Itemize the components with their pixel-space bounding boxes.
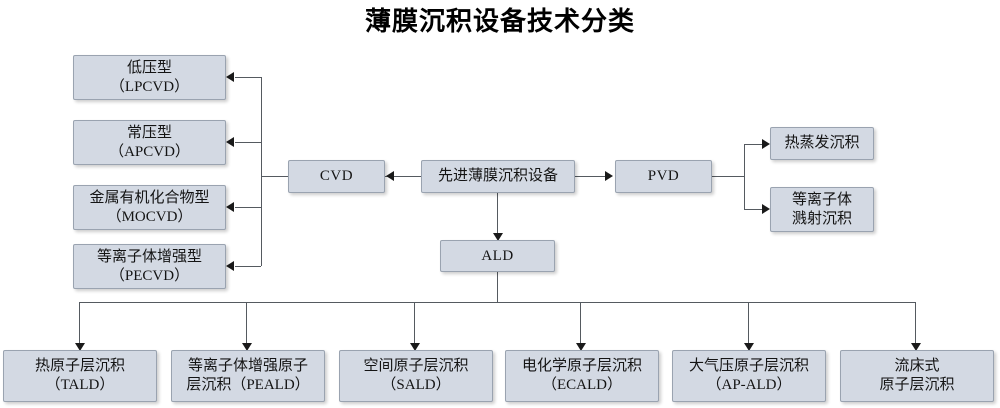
connector-ald-bus xyxy=(79,302,916,303)
connector-pvd-child-2 xyxy=(744,209,764,210)
node-ald-fluidized-bed[interactable]: 流床式 原子层沉积 xyxy=(840,350,994,402)
node-ald-peald[interactable]: 等离子体增强原子 层沉积（PEALD） xyxy=(171,350,325,402)
connector-cvd-bus xyxy=(261,77,262,266)
arrow-root-to-pvd xyxy=(605,171,613,181)
connector-root-to-cvd xyxy=(385,176,422,177)
connector-ald-leg-5 xyxy=(748,302,749,345)
page-title: 薄膜沉积设备技术分类 xyxy=(364,7,635,36)
connector-cvd-child-4 xyxy=(235,266,261,267)
arrow-root-to-cvd xyxy=(386,171,394,181)
connector-root-to-ald xyxy=(497,192,498,234)
connector-cvd-stub xyxy=(261,176,289,177)
node-pvd-thermal-evaporation[interactable]: 热蒸发沉积 xyxy=(770,127,874,160)
connector-cvd-child-2 xyxy=(235,142,261,143)
arrow-cvd-child-1 xyxy=(226,72,234,82)
arrow-ald-leg-2 xyxy=(242,343,252,351)
arrow-cvd-child-4 xyxy=(226,261,234,271)
node-cvd-pecvd[interactable]: 等离子体增强型 （PECVD） xyxy=(73,244,226,289)
node-ald-tald[interactable]: 热原子层沉积 （TALD） xyxy=(3,350,157,402)
arrow-root-to-ald xyxy=(493,233,503,241)
connector-ald-leg-4 xyxy=(580,302,581,345)
node-pvd[interactable]: PVD xyxy=(615,160,712,193)
node-ald[interactable]: ALD xyxy=(440,240,555,272)
connector-ald-leg-3 xyxy=(414,302,415,345)
connector-ald-leg-1 xyxy=(79,302,80,345)
arrow-ald-leg-3 xyxy=(410,343,420,351)
node-cvd-mocvd[interactable]: 金属有机化合物型 （MOCVD） xyxy=(73,185,226,230)
connector-ald-leg-6 xyxy=(915,302,916,345)
connector-pvd-stub xyxy=(712,176,744,177)
connector-pvd-bus xyxy=(744,144,745,210)
node-ald-ecald[interactable]: 电化学原子层沉积 （ECALD） xyxy=(505,350,659,402)
arrow-ald-leg-5 xyxy=(744,343,754,351)
node-ald-ap-ald[interactable]: 大气压原子层沉积 （AP-ALD） xyxy=(672,350,826,402)
arrow-pvd-child-1 xyxy=(762,139,770,149)
node-ald-sald[interactable]: 空间原子层沉积 （SALD） xyxy=(339,350,493,402)
node-pvd-plasma-sputtering[interactable]: 等离子体 溅射沉积 xyxy=(770,187,874,232)
arrow-ald-leg-4 xyxy=(576,343,586,351)
arrow-ald-leg-6 xyxy=(911,343,921,351)
node-cvd-apcvd[interactable]: 常压型 （APCVD） xyxy=(73,120,226,165)
arrow-ald-leg-1 xyxy=(75,343,85,351)
node-cvd[interactable]: CVD xyxy=(288,160,385,193)
connector-cvd-child-3 xyxy=(235,207,261,208)
arrow-cvd-child-3 xyxy=(226,202,234,212)
connector-root-to-pvd xyxy=(575,176,607,177)
node-root-advanced-thin-film-equipment[interactable]: 先进薄膜沉积设备 xyxy=(421,160,575,193)
connector-ald-leg-2 xyxy=(246,302,247,345)
connector-cvd-child-1 xyxy=(235,77,261,78)
connector-ald-drop xyxy=(497,272,498,302)
node-cvd-lpcvd[interactable]: 低压型 （LPCVD） xyxy=(73,55,226,100)
arrow-pvd-child-2 xyxy=(762,204,770,214)
arrow-cvd-child-2 xyxy=(226,137,234,147)
connector-pvd-child-1 xyxy=(744,144,764,145)
